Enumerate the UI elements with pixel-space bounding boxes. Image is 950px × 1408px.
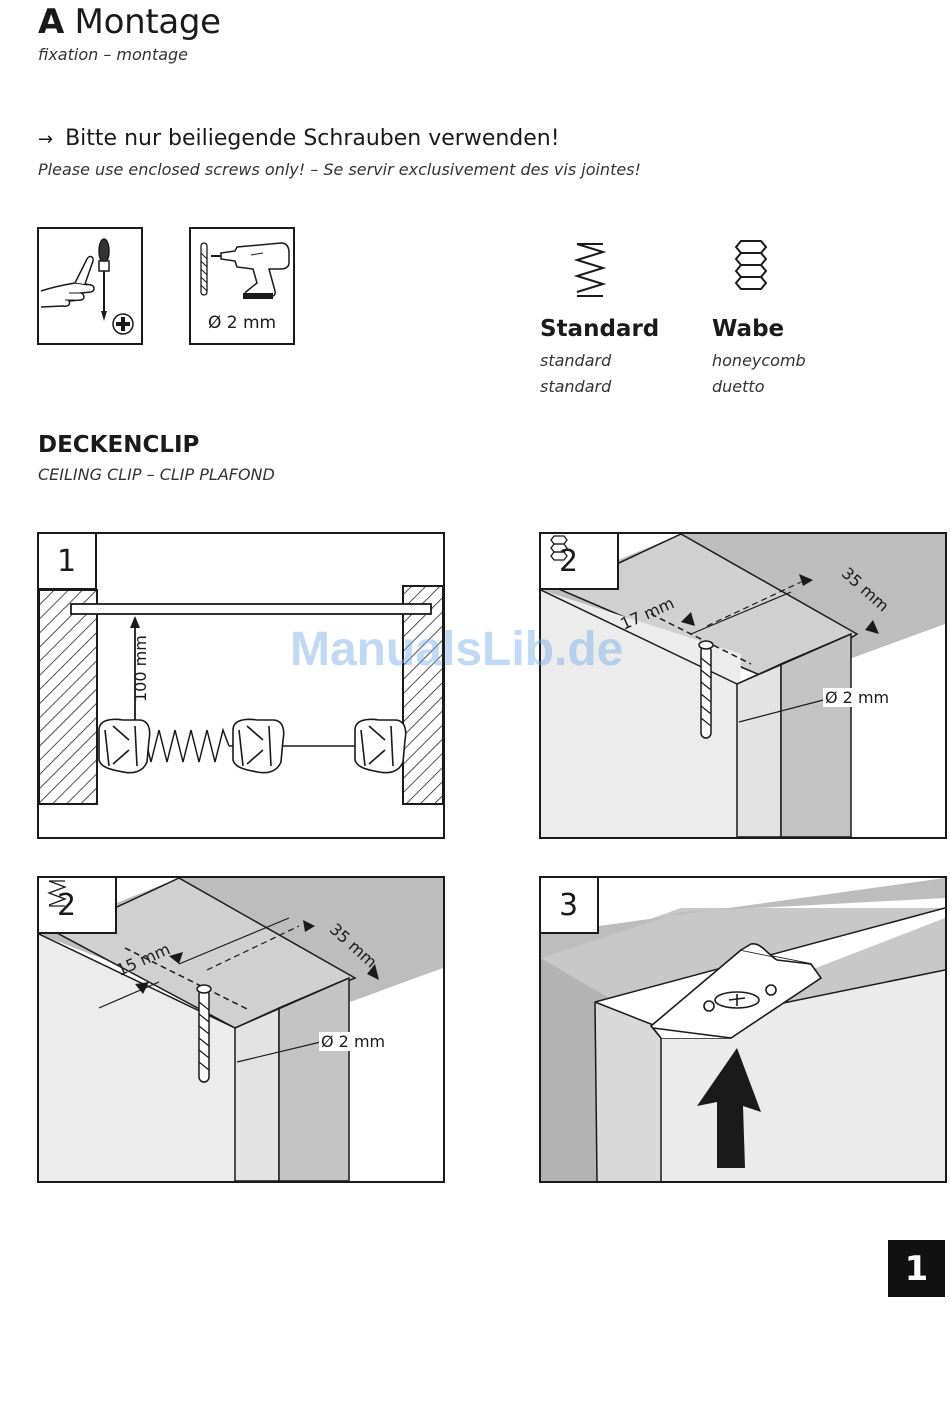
step-2-honeycomb-number: 2	[541, 534, 619, 590]
page-title: A Montage	[38, 2, 221, 42]
drill-tool-box: Ø 2 mm	[189, 227, 295, 345]
section-title: DECKENCLIP	[38, 432, 200, 458]
step-3-panel: 3	[539, 876, 947, 1183]
step-2-standard-panel: 2 15 mm 35 mm Ø 2 mm	[37, 876, 445, 1183]
drill-position-standard-illustration	[39, 878, 443, 1181]
arrow-right-icon: →	[38, 129, 54, 150]
screwdriver-phillips-icon	[40, 238, 134, 335]
power-drill-icon	[200, 242, 290, 299]
type-honeycomb-title: Wabe	[712, 316, 785, 342]
drill-size-label: Ø 2 mm	[207, 313, 277, 333]
screwdriver-tool-box	[37, 227, 143, 345]
honeycomb-small-icon	[550, 535, 568, 561]
drill-diameter-label: Ø 2 mm	[823, 688, 892, 707]
section-subtitle: CEILING CLIP – CLIP PLAFOND	[38, 465, 275, 484]
pleat-honeycomb-icon	[733, 238, 769, 302]
distance-label: 100 mm	[131, 635, 150, 702]
ceiling-clip-mounting-illustration	[541, 878, 945, 1181]
step-1-number: 1	[39, 534, 97, 590]
watermark: ManualsLib.de	[290, 623, 624, 676]
page-subtitle: fixation – montage	[38, 45, 189, 64]
step-2-standard-number: 2	[39, 878, 117, 934]
step-1-panel: 1 100 mm	[37, 532, 445, 839]
drill-diameter-label: Ø 2 mm	[319, 1032, 388, 1051]
screw-notice: →Bitte nur beiliegende Schrauben verwend…	[38, 126, 560, 151]
type-standard-title: Standard	[540, 316, 660, 342]
screw-notice-translation: Please use enclosed screws only! – Se se…	[38, 160, 641, 179]
drill-position-honeycomb-illustration	[541, 534, 945, 837]
step-3-number: 3	[541, 878, 599, 934]
pleat-small-icon	[47, 880, 67, 907]
page-number: 1	[888, 1240, 945, 1297]
step-2-honeycomb-panel: 2 17 mm 35 mm Ø 2 mm	[539, 532, 947, 839]
ceiling-clip-spacing-illustration	[39, 585, 443, 805]
pleat-standard-icon	[573, 240, 607, 304]
